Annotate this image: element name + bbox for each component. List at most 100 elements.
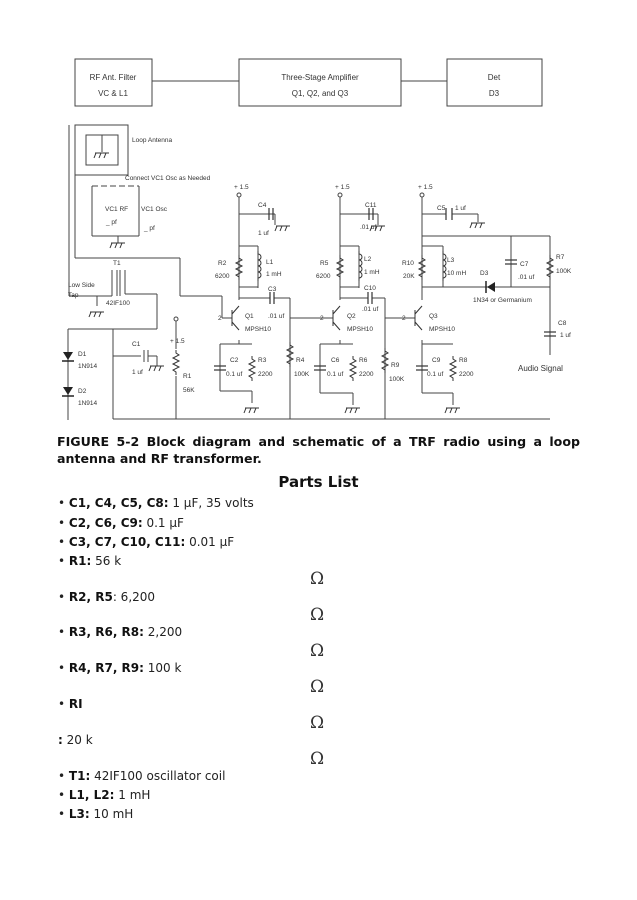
parts-list-item: • C2, C6, C9: 0.1 µF: [58, 516, 184, 530]
r7-label: R7: [556, 254, 565, 261]
q3-part: MPSH10: [429, 326, 455, 333]
c3-label: C3: [268, 286, 277, 293]
l3-value: 10 mH: [447, 270, 466, 277]
r5-value: 6200: [316, 273, 331, 280]
r3-value: 2200: [258, 371, 273, 378]
vc1-osc-label: VC1 Osc: [141, 206, 168, 213]
omega-symbol: Ω: [310, 605, 325, 625]
figure-caption: FIGURE 5-2 Block diagram and schematic o…: [57, 434, 580, 466]
part-designator: R3, R6, R8:: [68, 625, 144, 639]
l1-label: L1: [266, 259, 274, 266]
c5-value: 1 uf: [455, 205, 466, 212]
l2-value: 1 mH: [364, 269, 380, 276]
bullet: •: [58, 590, 69, 604]
c11-value: .01 uf: [360, 224, 376, 231]
r8-label: R8: [459, 357, 468, 364]
parts-list-item: : 20 k: [58, 733, 93, 747]
bullet: •: [58, 661, 69, 675]
loop-antenna-label: Loop Antenna: [132, 137, 173, 144]
l3-label: L3: [447, 257, 455, 264]
part-designator: C3, C7, C10, C11:: [68, 535, 186, 549]
parts-list-item: • R1: 56 k: [58, 554, 121, 568]
bullet: •: [58, 697, 69, 711]
c6-value: 0.1 uf: [327, 371, 343, 378]
part-value: 1 µF, 35 volts: [168, 496, 254, 510]
omega-symbol: Ω: [310, 749, 325, 769]
t1-label: T1: [113, 260, 121, 267]
part-designator: R4, R7, R9:: [68, 661, 144, 675]
c9-value: 0.1 uf: [427, 371, 443, 378]
c8-label: C8: [558, 320, 567, 327]
c4-label: C4: [258, 202, 267, 209]
c7-value: .01 uf: [518, 274, 534, 281]
l1-value: 1 mH: [266, 271, 282, 278]
r4-label: R4: [296, 357, 305, 364]
c10-value: .01 uf: [362, 306, 378, 313]
bullet: •: [58, 807, 69, 821]
parts-list-item: • R3, R6, R8: 2,200: [58, 625, 182, 639]
part-value: 20 k: [62, 733, 93, 747]
r1-label: R1: [183, 373, 192, 380]
trf-radio-schematic: RF Ant. Filter VC & L1 Three-Stage Ampli…: [62, 58, 572, 420]
c8-value: 1 uf: [560, 332, 571, 339]
omega-symbol: Ω: [310, 569, 325, 589]
bullet: •: [58, 769, 69, 783]
part-designator: T1:: [68, 769, 91, 783]
r2-value: 6200: [215, 273, 230, 280]
part-designator: L1, L2:: [68, 788, 115, 802]
low-side-label: Low Side: [68, 282, 95, 289]
block-detector-parts: D3: [489, 89, 500, 98]
c7-label: C7: [520, 261, 529, 268]
d3-part: 1N34 or Germanium: [473, 297, 532, 304]
c1-label: C1: [132, 341, 141, 348]
part-value: 100 k: [143, 661, 182, 675]
c10-label: C10: [364, 285, 376, 292]
omega-symbol: Ω: [310, 641, 325, 661]
c6-label: C6: [331, 357, 340, 364]
d2-label: D2: [78, 388, 87, 395]
l2-label: L2: [364, 256, 372, 263]
r10-label: R10: [402, 260, 414, 267]
r1-value: 56K: [183, 387, 195, 394]
parts-list-item: • C1, C4, C5, C8: 1 µF, 35 volts: [58, 496, 254, 510]
block-amplifier-title: Three-Stage Amplifier: [281, 73, 359, 82]
omega-symbol: Ω: [310, 677, 325, 697]
r9-label: R9: [391, 362, 400, 369]
part-value: : 6,200: [112, 590, 156, 604]
r6-value: 2200: [359, 371, 374, 378]
part-value: 42IF100 oscillator coil: [90, 769, 226, 783]
part-designator: RI: [68, 697, 83, 711]
d1-part: 1N914: [78, 363, 98, 370]
part-designator: R1:: [68, 554, 92, 568]
bullet: •: [58, 516, 69, 530]
t1-part: 42IF100: [106, 300, 130, 307]
q1-base-pin: 2: [218, 315, 222, 322]
block-amplifier-parts: Q1, Q2, and Q3: [292, 89, 349, 98]
parts-list-item: • L1, L2: 1 mH: [58, 788, 150, 802]
c5-label: C5: [437, 205, 446, 212]
tap-label: Tap: [68, 292, 79, 299]
part-designator: :: [58, 733, 63, 747]
r6-label: R6: [359, 357, 368, 364]
r5-label: R5: [320, 260, 329, 267]
block-amplifier: [238, 58, 402, 107]
parts-list-title: Parts List: [278, 473, 359, 491]
part-designator: C2, C6, C9:: [68, 516, 143, 530]
bullet: •: [58, 788, 69, 802]
parts-list-item: • R2, R5: 6,200: [58, 590, 155, 604]
q2-base-pin: 2: [320, 315, 324, 322]
r7-value: 100K: [556, 268, 572, 275]
vc1-osc-value: _ pf: [143, 225, 155, 232]
c9-label: C9: [432, 357, 441, 364]
r3-label: R3: [258, 357, 267, 364]
block-detector: [446, 58, 543, 107]
bullet: •: [58, 535, 69, 549]
d2-part: 1N914: [78, 400, 98, 407]
part-designator: R2, R5: [68, 590, 113, 604]
q3-label: Q3: [429, 313, 438, 320]
stage3-supply-label: + 1.5: [418, 184, 433, 191]
r9-value: 100K: [389, 376, 405, 383]
part-value: 10 mH: [89, 807, 134, 821]
parts-list-item: • L3: 10 mH: [58, 807, 133, 821]
block-rf-filter: [74, 58, 153, 107]
